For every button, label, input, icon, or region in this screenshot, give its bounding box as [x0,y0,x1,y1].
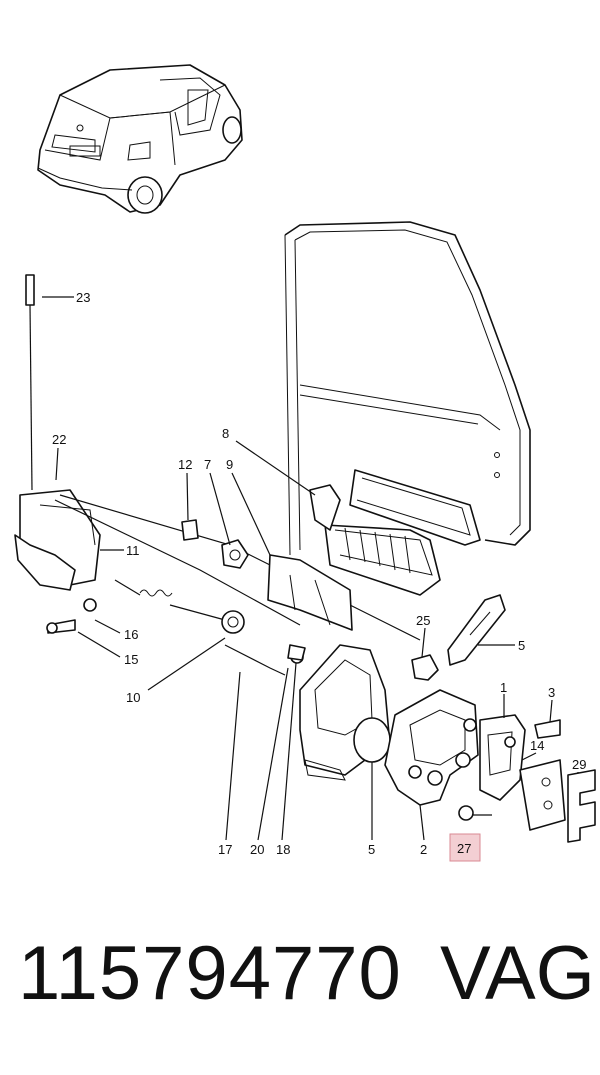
callout-5-lower: 5 [368,842,375,857]
brand-name: VAG [440,931,595,1016]
leader-lines [42,296,579,841]
exploded-parts-diagram: 23 22 11 16 15 8 12 7 9 10 25 5 1 3 14 2… [14,64,596,862]
callout-17: 17 [218,842,232,857]
callout-20: 20 [250,842,264,857]
callout-11: 11 [126,543,140,558]
callout-1: 1 [500,680,507,695]
callout-2: 2 [420,842,427,857]
callout-22: 22 [52,432,66,447]
callout-7: 7 [204,457,211,472]
outer-handle-assembly [309,469,481,596]
callout-27: 27 [457,841,471,856]
callout-9: 9 [226,457,233,472]
callout-23: 23 [76,290,90,305]
callout-27-highlight [449,833,481,862]
callout-labels: 23 22 11 16 15 8 12 7 9 10 25 5 1 3 14 2… [52,290,586,862]
callout-8: 8 [222,426,229,441]
callout-3: 3 [548,685,555,700]
lock-mechanism [299,644,391,781]
callout-18: 18 [276,842,290,857]
callout-5-upper: 5 [518,638,525,653]
callout-16: 16 [124,627,138,642]
car-illustration [37,64,243,214]
callout-25: 25 [416,613,430,628]
callout-29: 29 [572,757,586,772]
callout-15: 15 [124,652,138,667]
footer: 115794770 VAG [0,930,600,1060]
callout-14: 14 [530,738,544,753]
small-parts [114,519,353,676]
callout-10: 10 [126,690,140,705]
lock-rod-and-inner-handle [14,274,421,641]
door-lock-assembly [384,689,596,843]
callout-12: 12 [178,457,192,472]
part-number: 115794770 [18,931,402,1016]
door-frame [284,221,531,556]
gas-strut [411,594,506,681]
